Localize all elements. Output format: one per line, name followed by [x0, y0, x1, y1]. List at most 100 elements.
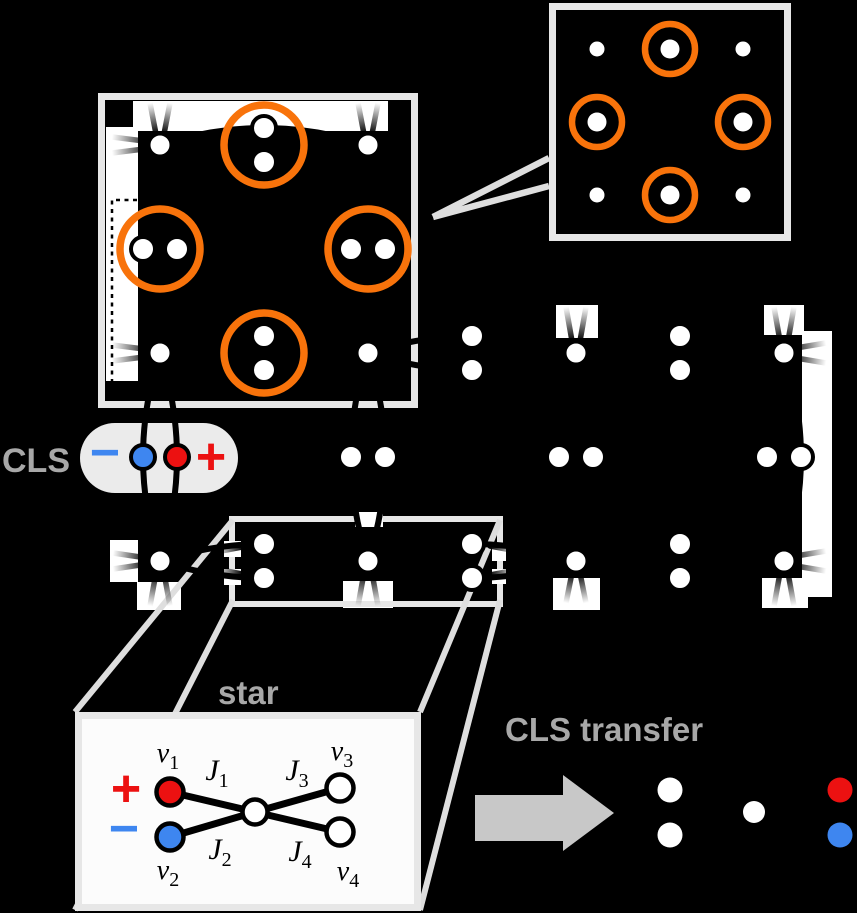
cut-bond-stub: [110, 561, 150, 572]
zoom-wedge-lines: [431, 155, 551, 221]
inset-cls-circle: [568, 93, 626, 151]
projection-line: [417, 599, 503, 911]
cls-orange-circle: [220, 309, 308, 397]
zoom-wedge-line: [431, 155, 551, 220]
inset-cls-site: [660, 185, 680, 205]
mini-bond: [753, 787, 841, 815]
cut-patch: [764, 305, 804, 335]
mini-bond: [753, 809, 841, 838]
cut-patch: [553, 578, 600, 610]
cut-bond-stub: [161, 100, 173, 137]
pair-site: [337, 235, 365, 263]
pair-site: [666, 356, 694, 384]
star-site-v4: [324, 816, 356, 848]
lattice-sites: [129, 114, 815, 592]
pair-site: [666, 564, 694, 592]
mini-bond: [669, 809, 755, 838]
cls-site-positive: [163, 443, 191, 471]
pair-site: [458, 564, 486, 592]
pair-site: [753, 443, 781, 471]
star-graph: v1 v2 v3 v4 J1 J2 J3 J4 + −: [109, 736, 359, 892]
cut-bond-stub: [109, 353, 155, 364]
transferred-star: [657, 777, 853, 848]
star-site-v2: [154, 821, 186, 853]
cut-bond-stub: [147, 100, 159, 137]
cut-bond-stub: [213, 566, 245, 577]
inset-vertex-site: [589, 187, 605, 203]
star-site-v3: [324, 772, 356, 804]
star-site-v1: [154, 776, 186, 808]
inset-vertex-site: [589, 41, 605, 57]
vertex-site: [562, 547, 590, 575]
cut-bond-stub: [563, 570, 575, 606]
cut-bond-stub: [369, 100, 381, 137]
inset-cls-circle: [714, 93, 772, 151]
cls-plus-sign: +: [196, 428, 226, 486]
pair-site: [250, 530, 278, 558]
star-minus-sign: −: [109, 800, 139, 858]
vertex-site: [770, 547, 798, 575]
cut-bond-stub: [563, 304, 575, 344]
cut-bond-stub: [109, 134, 155, 145]
pair-site: [337, 443, 365, 471]
cls-site-negative: [129, 443, 157, 471]
cut-bond-stub: [110, 550, 150, 561]
cls-minus-sign: −: [90, 424, 120, 482]
label-v4: v4: [337, 856, 359, 892]
inset-cls-circle: [641, 20, 699, 78]
vertex-site: [146, 547, 174, 575]
cut-bond-stub: [109, 342, 155, 353]
cut-bond-stub: [355, 100, 367, 137]
pair-site: [787, 443, 815, 471]
vertex-site: [354, 339, 382, 367]
cut-bond-stub: [213, 544, 245, 555]
cls-pill: [80, 423, 238, 493]
star-center-site: [240, 797, 270, 827]
cut-bond-stub: [355, 570, 367, 609]
pair-site: [458, 530, 486, 558]
cut-patch: [556, 305, 598, 338]
pair-site: [250, 322, 278, 350]
plaquette-highlight-box: [98, 93, 418, 408]
cls-transfer-title: CLS transfer: [505, 711, 703, 748]
pair-site: [250, 148, 278, 176]
cls-orange-circle: [324, 205, 412, 293]
mini-cls-site-positive: [827, 777, 853, 803]
label-j4: J4: [288, 835, 311, 873]
label-v1: v1: [157, 738, 179, 774]
mini-site: [657, 822, 683, 848]
mini-site: [657, 777, 683, 803]
cut-bond-stub: [577, 570, 589, 606]
mini-center-site: [743, 801, 765, 823]
mini-bond: [669, 787, 755, 815]
vertex-site: [146, 339, 174, 367]
pair-site: [129, 235, 157, 263]
cut-bond-stub: [771, 304, 783, 344]
cls-orange-circle: [116, 205, 204, 293]
label-j1: J1: [205, 754, 228, 792]
vertex-site: [354, 131, 382, 159]
label-j3: J3: [285, 754, 308, 792]
cut-bond-stub: [487, 567, 520, 578]
pair-site: [250, 114, 278, 142]
inset-cls-circle: [641, 166, 699, 224]
unit-cell-inset-grid: [568, 20, 772, 224]
label-v2: v2: [157, 855, 179, 891]
pair-site: [371, 235, 399, 263]
cut-bond-stub: [369, 570, 381, 609]
inset-vertex-site: [735, 41, 751, 57]
cut-bond-stub: [487, 543, 520, 554]
cut-bond-stub: [161, 570, 173, 609]
projection-line: [417, 518, 503, 714]
cut-bond-stub: [147, 570, 159, 609]
vertex-site: [354, 547, 382, 575]
unit-cell-dashed-outline: [110, 198, 137, 381]
pair-site: [666, 530, 694, 558]
inset-cls-site: [733, 112, 753, 132]
inset-cls-site: [660, 39, 680, 59]
cut-bond-stub: [785, 570, 797, 609]
cut-bond-stub: [785, 304, 797, 344]
transfer-arrow-icon: [475, 775, 614, 851]
